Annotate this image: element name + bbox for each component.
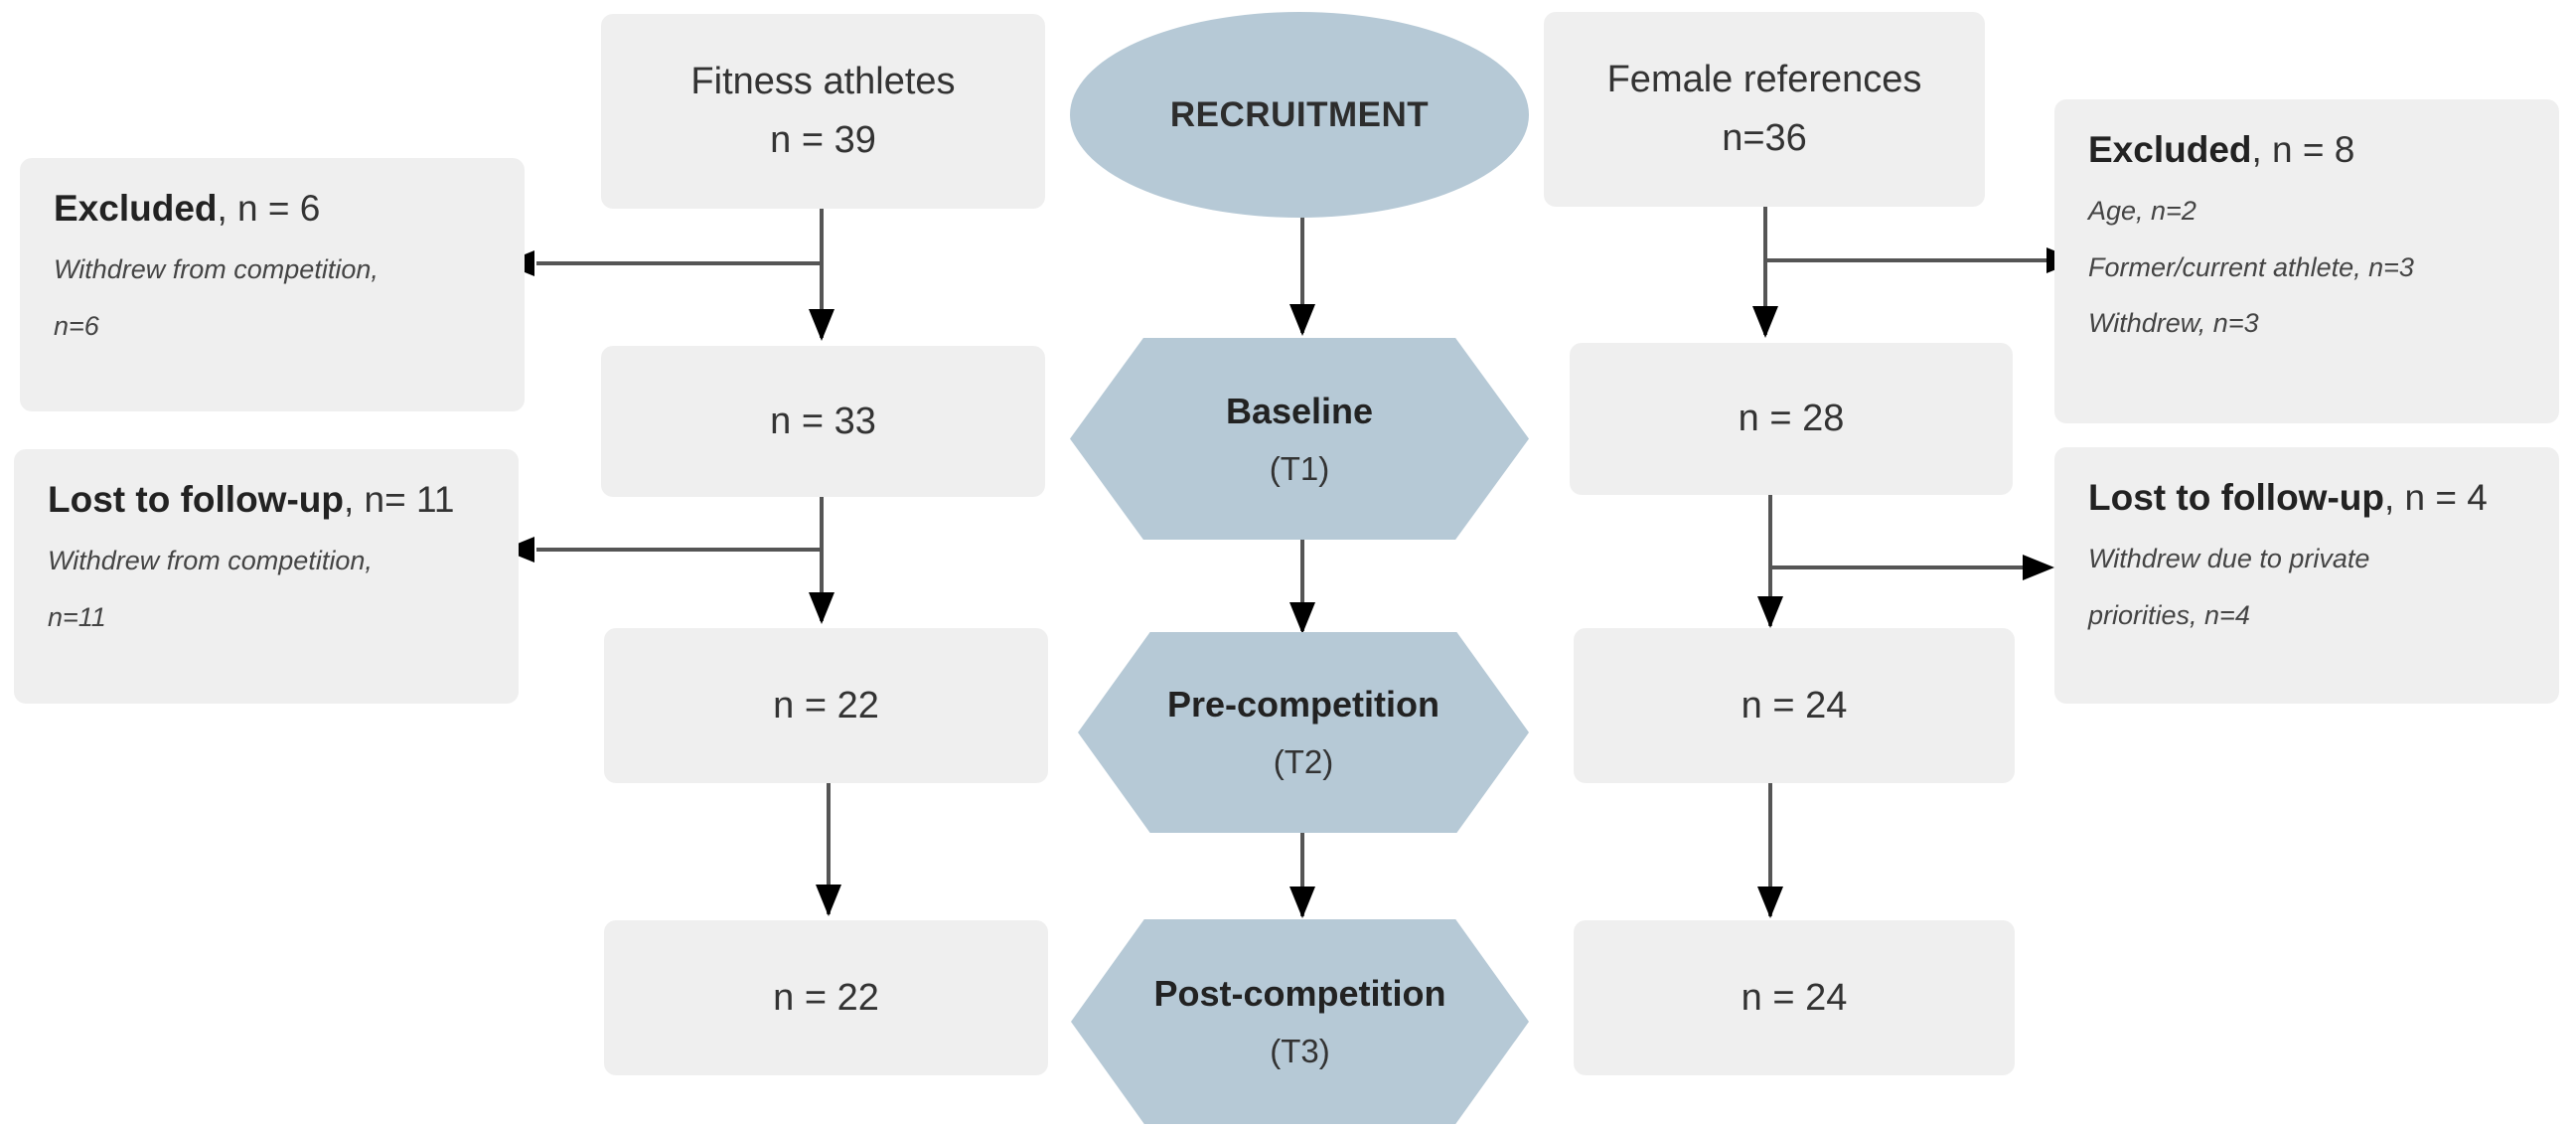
stage-baseline: Baseline (T1): [1070, 338, 1529, 540]
arrowhead: [1289, 887, 1315, 918]
stage-title: Pre-competition: [1166, 684, 1440, 725]
stage-pre-competition: Pre-competition (T2): [1078, 632, 1529, 833]
athletes-baseline-box: n = 33: [601, 346, 1045, 497]
stage-timepoint: (T1): [1269, 449, 1330, 487]
athletes-precompetition-box: n = 22: [604, 628, 1048, 783]
excluded-reason: n=6: [54, 310, 99, 341]
excluded-reason: Age, n=2: [2088, 196, 2197, 226]
arrowhead: [2023, 555, 2054, 580]
arrowhead: [816, 885, 841, 916]
arrowhead: [1752, 306, 1778, 338]
stage-timepoint: (T3): [1270, 1033, 1330, 1069]
arrowhead: [1757, 596, 1783, 628]
athletes-lost-box: Lost to follow-up, n= 11 Withdrew from c…: [14, 449, 519, 704]
stage-title: Post-competition: [1153, 973, 1446, 1014]
athletes-postcompetition-box: n = 22: [604, 920, 1048, 1075]
references-precompetition-count: n = 24: [1741, 684, 1848, 726]
lost-reason: Withdrew from competition,: [48, 546, 373, 575]
stage-post-competition: Post-competition (T3): [1071, 919, 1529, 1124]
references-postcompetition-count: n = 24: [1741, 976, 1848, 1019]
excluded-count: , n = 6: [217, 188, 321, 229]
athletes-title: Fitness athletes: [690, 61, 956, 103]
stage-title: Baseline: [1225, 390, 1374, 431]
references-lost-box: Lost to follow-up, n = 4 Withdrew due to…: [2054, 447, 2559, 704]
stage-timepoint: (T2): [1273, 743, 1334, 780]
athletes-recruited-box: Fitness athletes n = 39: [601, 14, 1045, 209]
lost-heading: Lost to follow-up, n = 4: [2088, 477, 2525, 519]
arrowhead: [809, 309, 834, 341]
excluded-reason: Withdrew, n=3: [2088, 308, 2259, 339]
arrowhead: [809, 592, 834, 624]
lost-heading: Lost to follow-up, n= 11: [48, 479, 485, 521]
lost-reason: priorities, n=4: [2088, 599, 2250, 630]
excluded-label: Excluded: [2088, 129, 2252, 170]
lost-label: Lost to follow-up: [48, 479, 344, 520]
arrowhead: [503, 537, 534, 563]
arrowhead: [1757, 887, 1783, 918]
arrowhead: [1289, 304, 1315, 336]
athletes-postcompetition-count: n = 22: [773, 976, 879, 1019]
references-baseline-box: n = 28: [1570, 343, 2013, 495]
lost-reason: n=11: [48, 601, 106, 632]
references-title: Female references: [1606, 59, 1922, 101]
references-postcompetition-box: n = 24: [1574, 920, 2015, 1075]
lost-count: , n = 4: [2383, 477, 2488, 518]
excluded-label: Excluded: [54, 188, 218, 229]
lost-reason: Withdrew due to private: [2088, 544, 2370, 573]
excluded-heading: Excluded, n = 8: [2088, 129, 2525, 171]
excluded-reason: Withdrew from competition,: [54, 254, 379, 284]
athletes-recruited-count: n = 39: [770, 119, 876, 161]
recruitment-node: RECRUITMENT: [1070, 12, 1529, 218]
athletes-precompetition-count: n = 22: [773, 684, 879, 726]
references-excluded-box: Excluded, n = 8 Age, n=2 Former/current …: [2054, 99, 2559, 423]
references-baseline-count: n = 28: [1738, 398, 1845, 439]
references-recruited-count: n=36: [1722, 117, 1807, 159]
lost-label: Lost to follow-up: [2088, 477, 2384, 518]
references-precompetition-box: n = 24: [1574, 628, 2015, 783]
athletes-baseline-count: n = 33: [770, 400, 876, 442]
lost-count: , n= 11: [343, 479, 455, 520]
arrowhead: [1289, 602, 1315, 634]
athletes-excluded-box: Excluded, n = 6 Withdrew from competitio…: [20, 158, 525, 411]
excluded-reason: Former/current athlete, n=3: [2088, 251, 2414, 282]
references-recruited-box: Female references n=36: [1544, 12, 1985, 207]
excluded-heading: Excluded, n = 6: [54, 188, 491, 230]
excluded-count: , n = 8: [2251, 129, 2355, 170]
recruitment-label: RECRUITMENT: [1169, 94, 1430, 134]
